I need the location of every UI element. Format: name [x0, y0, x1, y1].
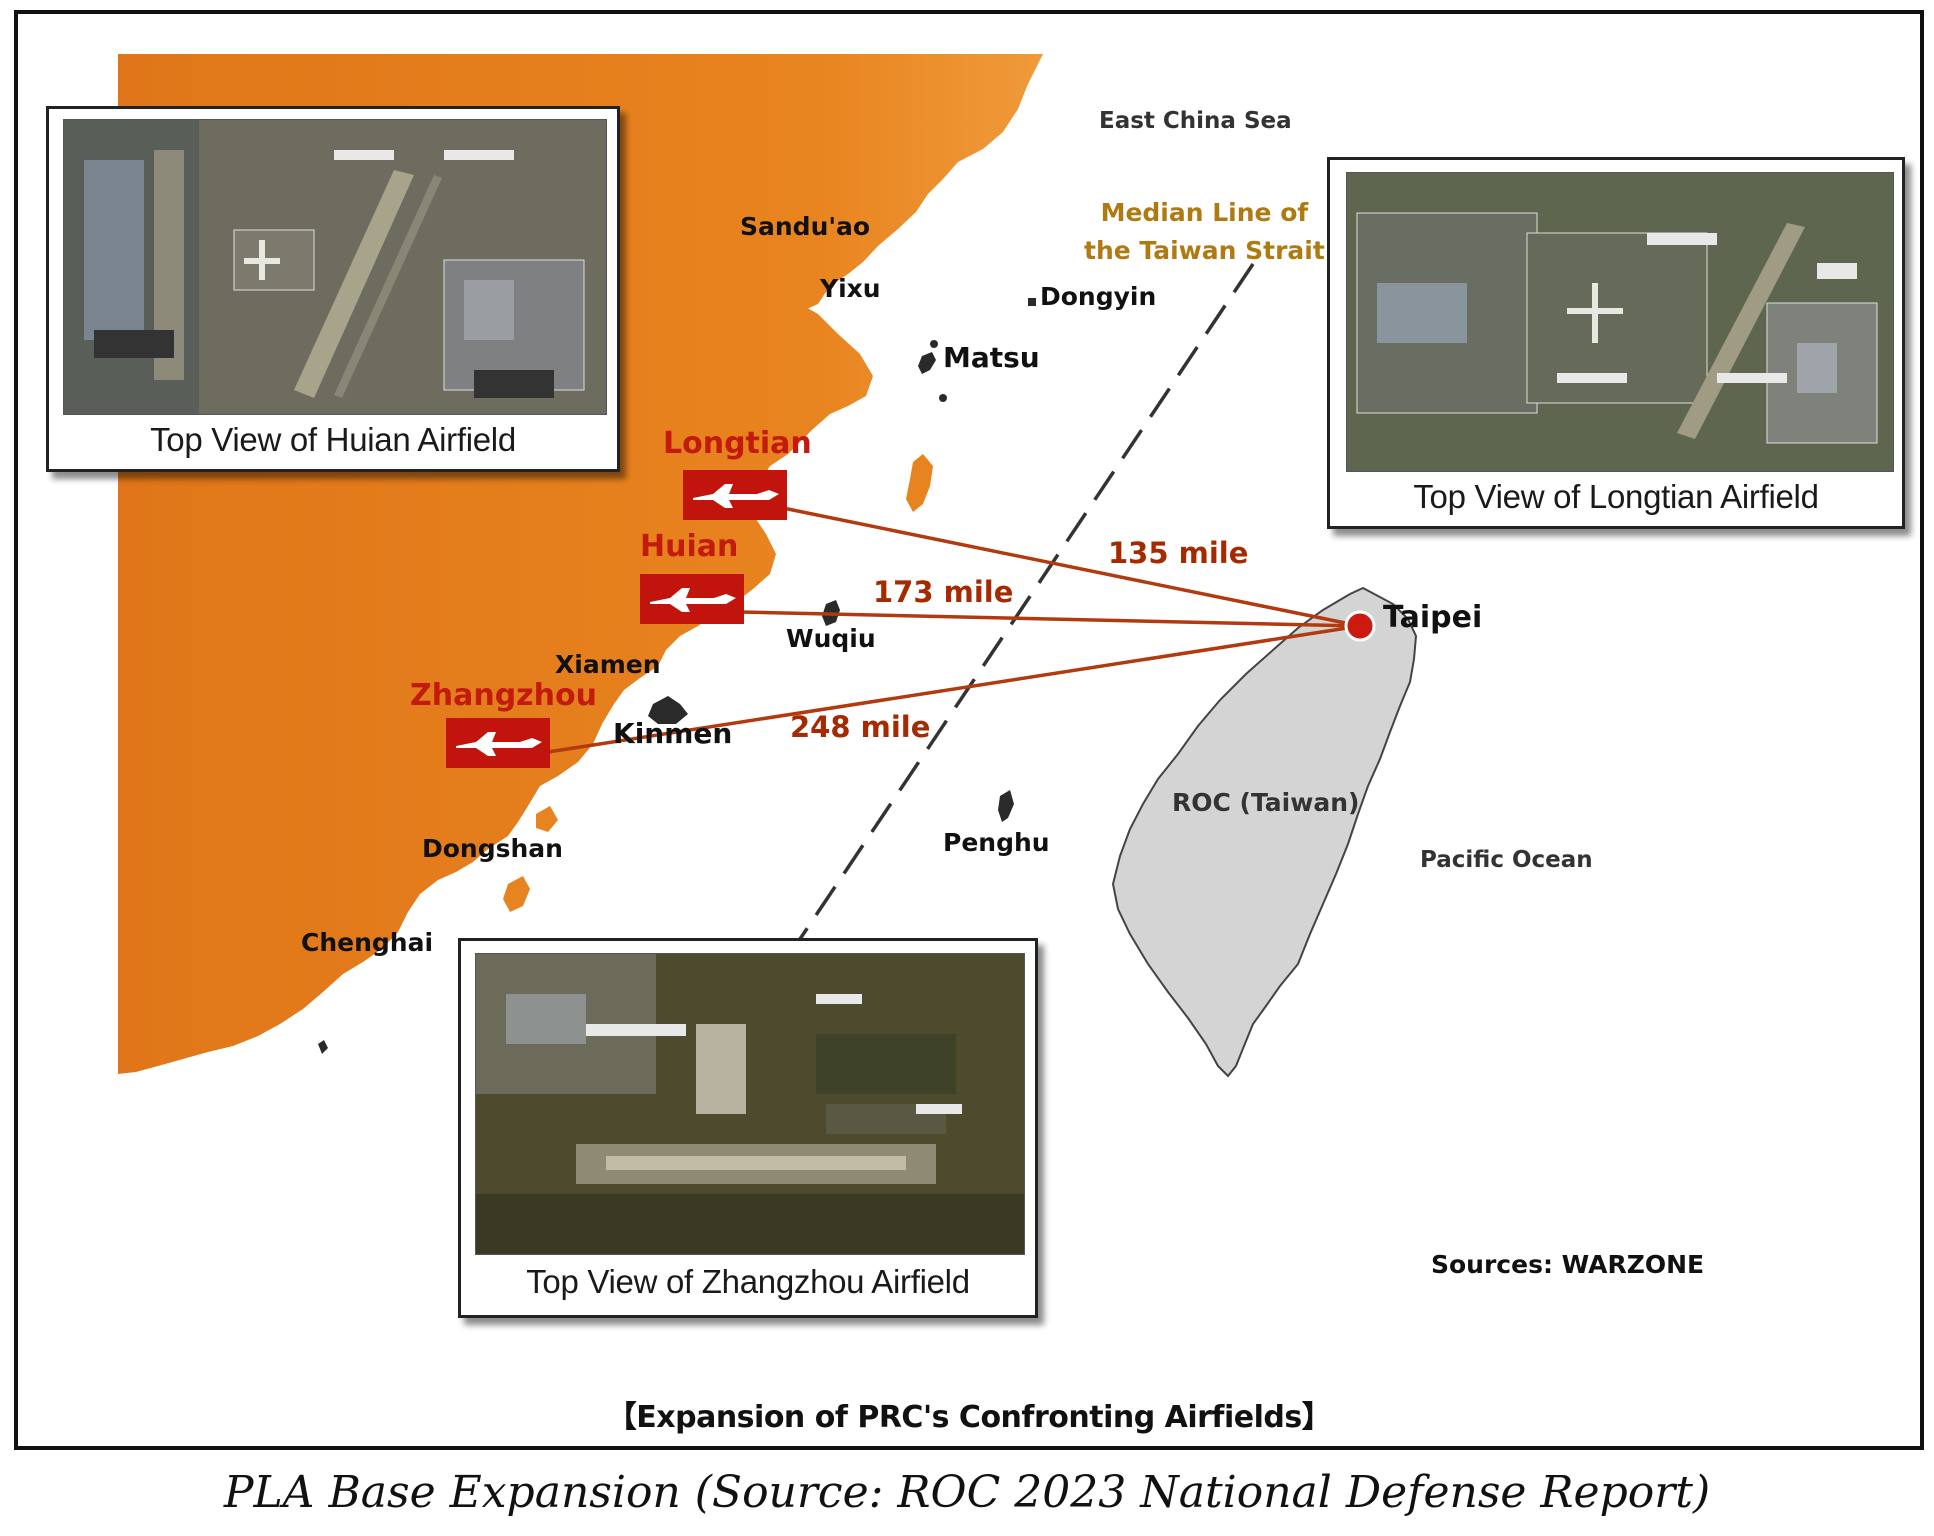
jet-marker-zhangzhou [446, 718, 550, 768]
matsu-island [939, 394, 947, 402]
taipei-marker [1344, 610, 1376, 642]
matsu-island [918, 352, 936, 374]
place-label-dongyin: Dongyin [1040, 282, 1157, 311]
inset-huian-airfield: Top View of Huian Airfield [46, 106, 620, 472]
distance-label-longtian: 135 mile [1108, 536, 1249, 570]
route-line-zhangzhou [547, 624, 1361, 754]
inset-zhangzhou-airfield: Top View of Zhangzhou Airfield [458, 938, 1038, 1318]
place-label-wuqiu: Wuqiu [786, 624, 876, 653]
east-china-sea-label: East China Sea [1099, 108, 1292, 134]
kinmen-island [648, 696, 688, 724]
median-line-label: Median Line of the Taiwan Strait [1084, 194, 1325, 270]
taiwan-island [1111, 586, 1418, 1078]
distance-label-huian: 173 mile [873, 575, 1014, 609]
place-label-taipei: Taipei [1383, 600, 1483, 635]
inset-caption-huian: Top View of Huian Airfield [150, 421, 516, 458]
place-label-penghu: Penghu [943, 828, 1050, 857]
satellite-image-longtian [1346, 172, 1894, 472]
distance-label-zhangzhou: 248 mile [790, 710, 931, 744]
inset-caption-longtian: Top View of Longtian Airfield [1413, 478, 1819, 515]
base-label-huian: Huian [640, 529, 739, 564]
jet-marker-huian [640, 574, 744, 624]
map-title: 【Expansion of PRC's Confronting Airfield… [606, 1400, 1332, 1435]
median-line-label-line1: Median Line of [1100, 198, 1309, 227]
route-line-huian [739, 610, 1361, 628]
island [503, 876, 530, 912]
fighter-jet-icon [650, 588, 736, 612]
place-label-dongshan: Dongshan [422, 834, 563, 863]
place-label-xiamen: Xiamen [555, 650, 661, 679]
median-line-label-line2: the Taiwan Strait [1084, 236, 1325, 265]
place-label-matsu: Matsu [943, 341, 1040, 374]
inset-longtian-airfield: Top View of Longtian Airfield [1327, 157, 1905, 529]
base-label-zhangzhou: Zhangzhou [410, 678, 597, 713]
route-line-longtian [782, 506, 1361, 628]
place-label-kinmen: Kinmen [613, 717, 733, 750]
dongyin-island [1028, 298, 1036, 306]
island [906, 454, 933, 512]
island [536, 806, 558, 832]
satellite-image-zhangzhou [475, 953, 1025, 1255]
place-label-sanduao: Sandu'ao [740, 212, 871, 241]
island [318, 1040, 328, 1054]
jet-marker-longtian [683, 470, 787, 520]
pacific-ocean-label: Pacific Ocean [1420, 847, 1593, 873]
map-frame: East China Sea Pacific Ocean Median Line… [14, 10, 1924, 1450]
place-label-chenghai: Chenghai [301, 928, 434, 957]
satellite-image-huian [63, 119, 607, 415]
matsu-island [930, 340, 938, 348]
place-label-taiwan: ROC (Taiwan) [1172, 788, 1360, 817]
inset-caption-zhangzhou: Top View of Zhangzhou Airfield [526, 1263, 970, 1300]
place-label-yixu: Yixu [820, 274, 881, 303]
base-label-longtian: Longtian [663, 426, 812, 461]
penghu-island [998, 790, 1014, 822]
sources-label: Sources: WARZONE [1431, 1250, 1705, 1279]
fighter-jet-icon [693, 484, 779, 508]
fighter-jet-icon [456, 732, 542, 756]
median-line [796, 263, 1255, 943]
figure-caption: PLA Base Expansion (Source: ROC 2023 Nat… [223, 1467, 1711, 1518]
